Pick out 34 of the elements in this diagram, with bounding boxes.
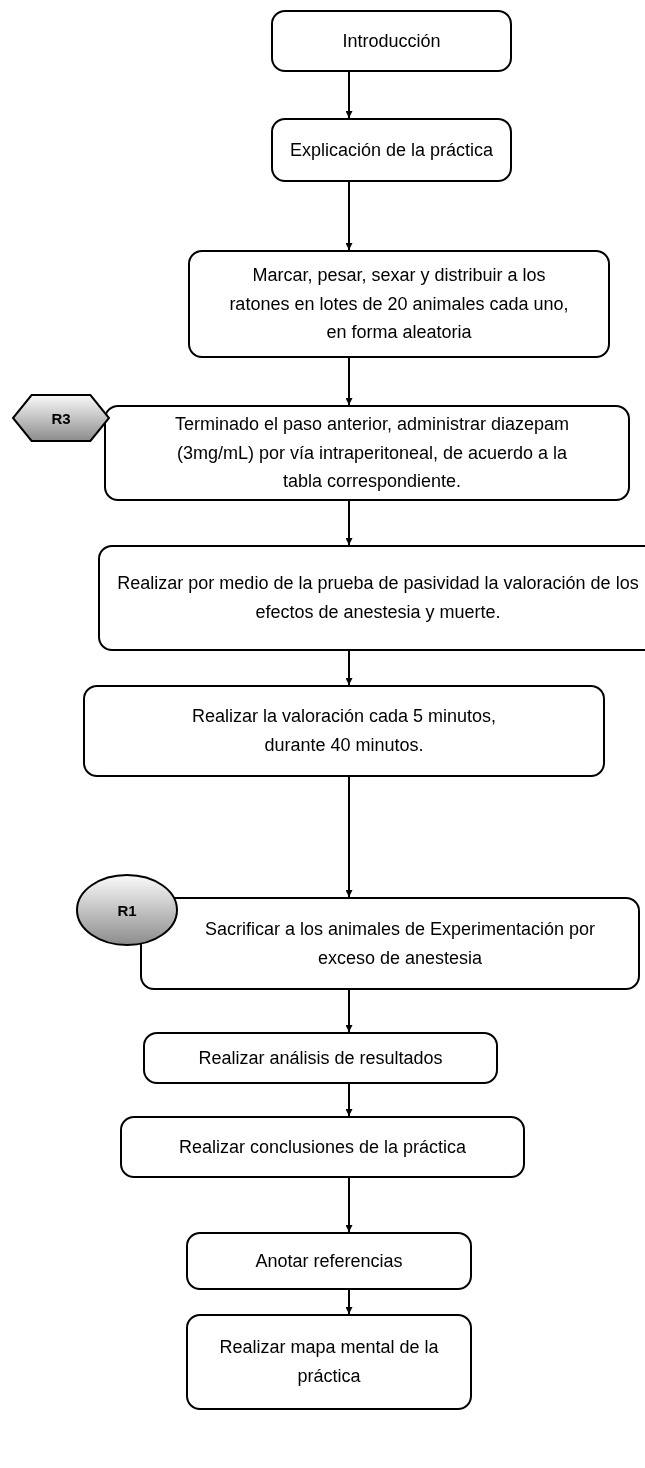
- arrow: [345, 1083, 353, 1117]
- process-box: [83, 685, 605, 777]
- arrow: [345, 181, 353, 251]
- marker-label: R1: [117, 901, 137, 919]
- process-box: [143, 1032, 498, 1084]
- process-box: [98, 545, 645, 651]
- arrow: [345, 1177, 353, 1233]
- step-text: Sacrificar a los animales de Experimentación por exceso de anestesia: [203, 917, 597, 970]
- process-box: [271, 118, 512, 182]
- arrow: [345, 776, 353, 898]
- arrow: [345, 1289, 353, 1315]
- arrow: [345, 500, 353, 546]
- process-box: [140, 897, 640, 990]
- step-text: Explicación de la práctica: [289, 138, 494, 162]
- marker-label: R3: [51, 409, 71, 427]
- step-text: Realizar mapa mental de la práctica: [218, 1336, 440, 1388]
- step-text: Marcar, pesar, sexar y distribuir a los ratones en lotes de 20 animales cada uno, en forma aleatoria: [228, 263, 570, 345]
- process-box: [186, 1314, 472, 1410]
- step-text: Introducción: [342, 29, 441, 53]
- arrow: [345, 357, 353, 406]
- process-box: [104, 405, 630, 501]
- step-text: Realizar análisis de resultados: [198, 1046, 443, 1070]
- step-text: Terminado el paso anterior, administrar diazepam (3mg/mL) por vía intraperitoneal, de acuerdo a la tabla correspondiente.: [173, 412, 571, 494]
- arrow: [345, 650, 353, 686]
- process-box: [188, 250, 610, 358]
- step-text: Realizar la valoración cada 5 minutos, durante 40 minutos.: [190, 705, 498, 757]
- step-text: Anotar referencias: [255, 1249, 403, 1273]
- process-box: [120, 1116, 525, 1178]
- process-box: [186, 1232, 472, 1290]
- arrow: [345, 71, 353, 119]
- arrow: [345, 989, 353, 1033]
- step-text: Realizar por medio de la prueba de pasividad la valoración de los efectos de anestesia y muerte.: [116, 572, 640, 624]
- process-box: [271, 10, 512, 72]
- step-text: Realizar conclusiones de la práctica: [178, 1135, 467, 1159]
